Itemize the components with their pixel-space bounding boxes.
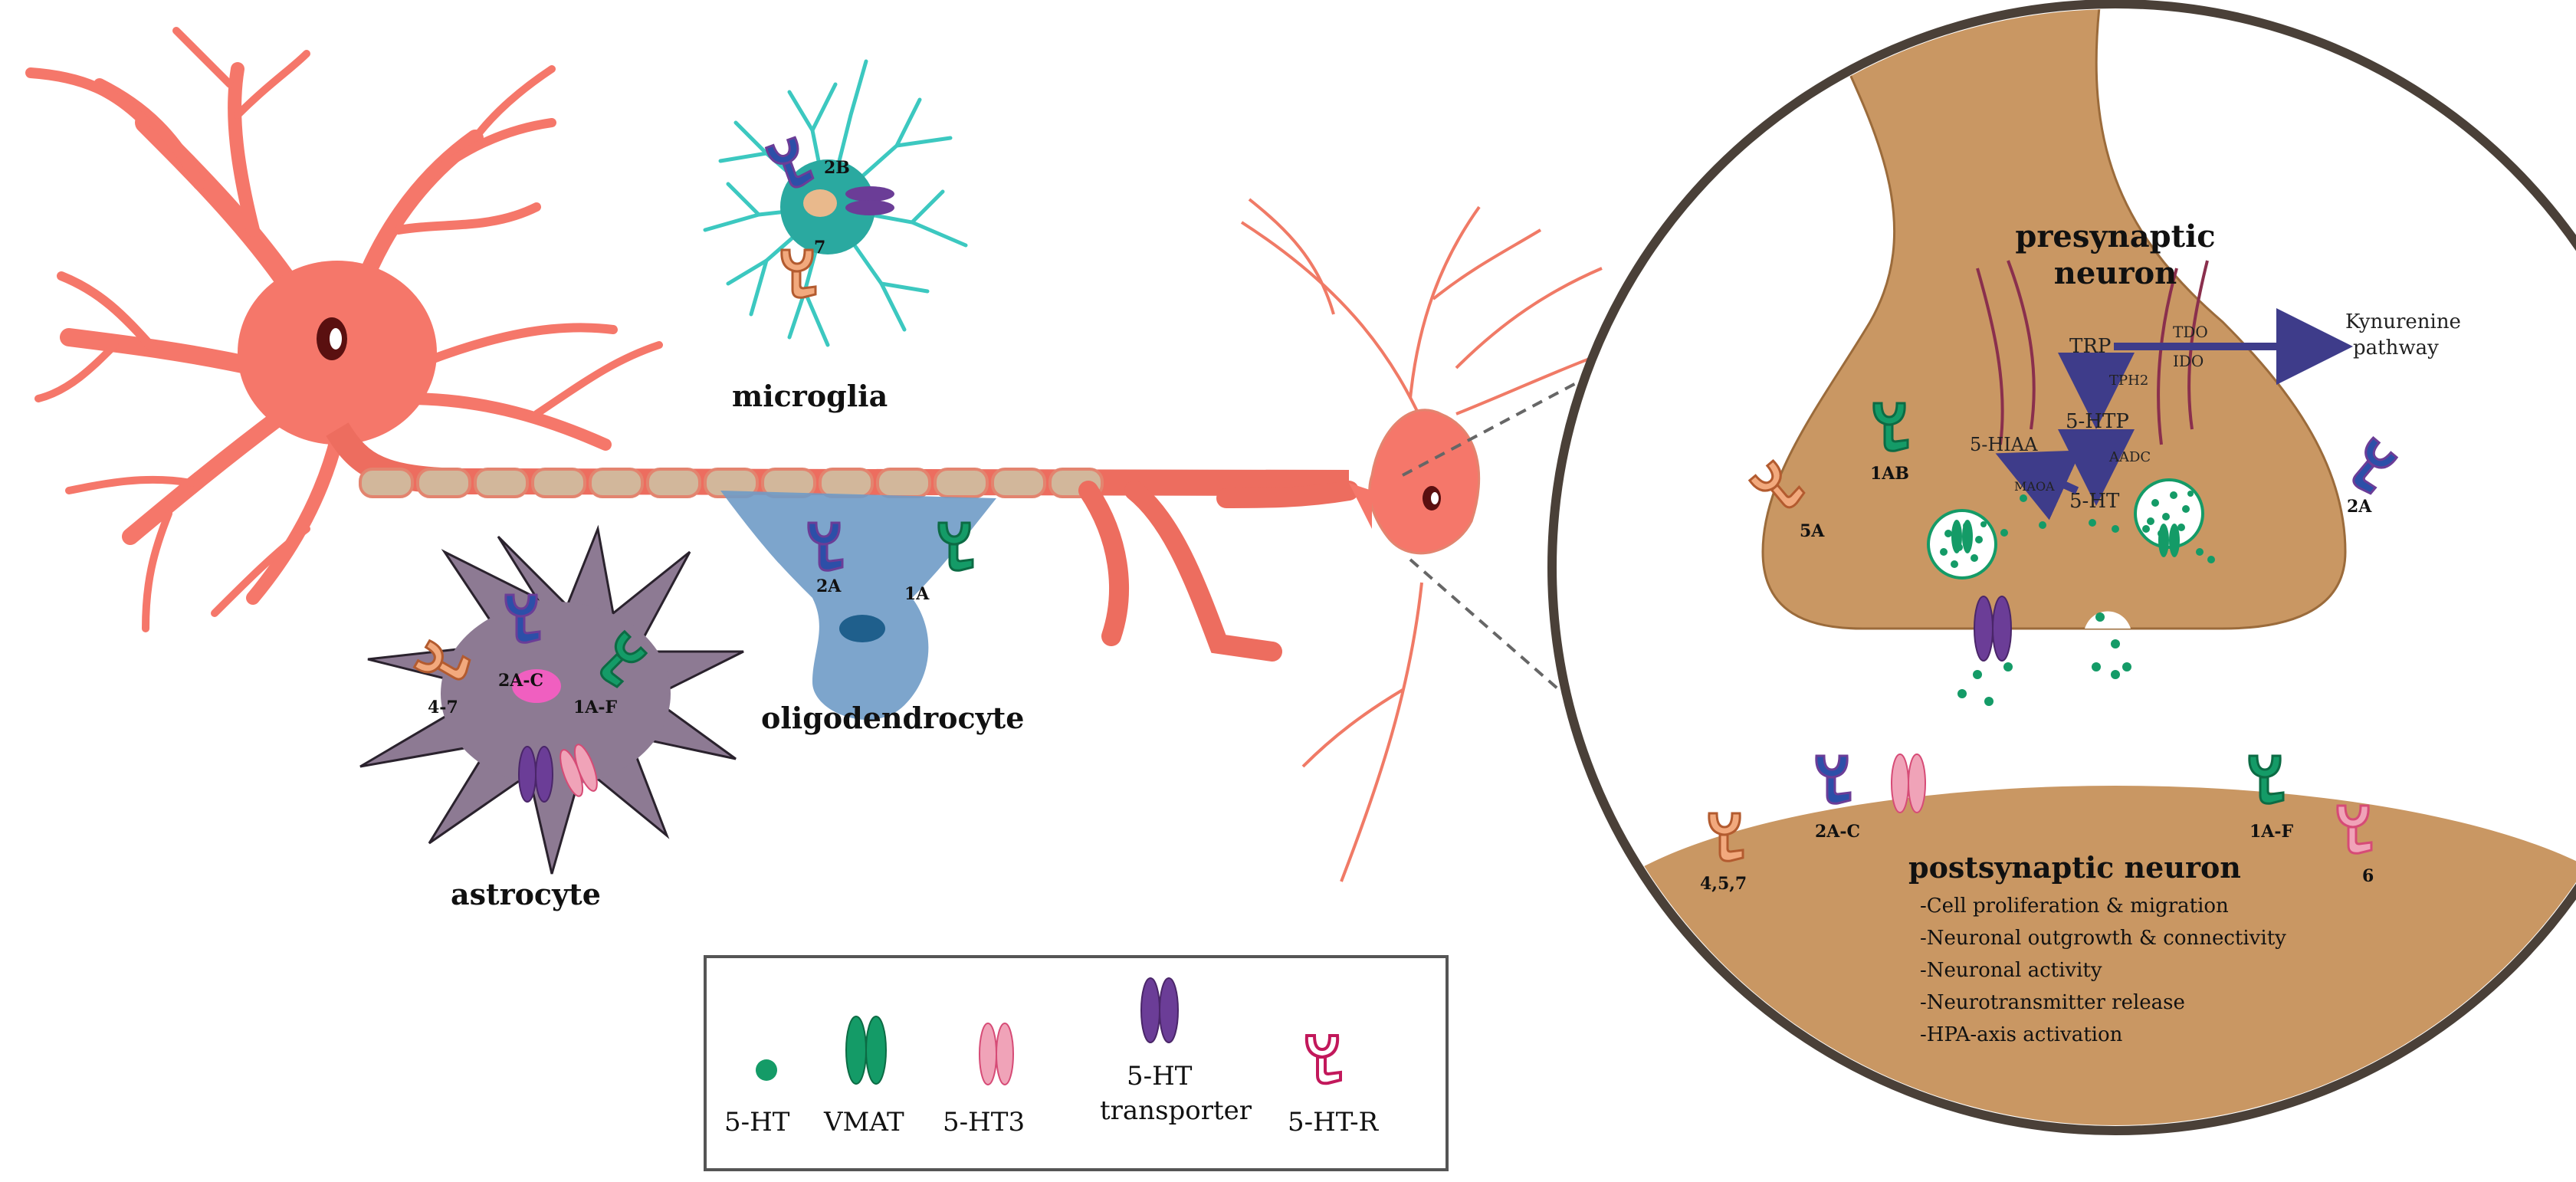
astro-receptor-4-7-label: 4-7 — [428, 698, 458, 717]
astro-transporter — [518, 746, 553, 803]
microglia-transporter — [845, 186, 894, 215]
post-5ht3-channel — [1891, 754, 1926, 813]
legend-item-vmat: VMAT — [823, 1016, 904, 1138]
svg-text:AADC: AADC — [2108, 449, 2151, 465]
astro-receptor-1a-f-label: 1A-F — [573, 698, 618, 717]
oligo-receptor-2a-label: 2A — [816, 576, 842, 596]
vesicle-left — [1927, 509, 1997, 580]
pre-receptor-5a-label: 5A — [1800, 521, 1825, 541]
legend-item-5ht3: 5-HT3 — [943, 1023, 1025, 1138]
svg-text:TRP: TRP — [2069, 335, 2111, 358]
astrocyte-label: astrocyte — [451, 877, 601, 911]
postsynaptic-effects: -Cell proliferation & migration -Neurona… — [1920, 895, 2286, 1046]
presynaptic-terminal — [1761, 9, 2347, 630]
vesicle-vmat-left — [1951, 520, 1973, 553]
svg-text:transporter: transporter — [1100, 1095, 1252, 1126]
post-receptor-1a-f-label: 1A-F — [2249, 822, 2294, 842]
post-receptor-4-5-7-label: 4,5,7 — [1700, 874, 1747, 894]
vesicle-vmat-right — [2158, 524, 2180, 557]
svg-text:pathway: pathway — [2353, 337, 2439, 360]
svg-text:5-HT: 5-HT — [2069, 490, 2120, 513]
svg-text:TDO: TDO — [2173, 323, 2208, 341]
presynaptic-title-line1: presynaptic — [2015, 218, 2215, 254]
astro-receptor-2a-c-label: 2A-C — [498, 671, 543, 691]
astrocyte-cell — [359, 524, 744, 875]
postsynaptic-title: postsynaptic neuron — [1908, 850, 2241, 885]
legend-item-5ht-r: 5-HT-R — [1288, 1034, 1380, 1138]
legend: 5-HT VMAT 5-HT3 5-HT transporter 5-HT-R — [704, 955, 1449, 1171]
svg-text:5-HTP: 5-HTP — [2066, 410, 2129, 433]
serotonin-dots-presynaptic — [2000, 494, 2215, 563]
microglia-cell — [703, 59, 968, 347]
neuron-dendrites — [25, 27, 663, 632]
microglia-receptor-2b-label: 2B — [824, 158, 850, 178]
svg-text:5-HT: 5-HT — [724, 1107, 790, 1138]
target-neuron — [1240, 198, 1656, 882]
pre-receptor-1ab-label: 1AB — [1870, 464, 1909, 484]
svg-text:5-HT: 5-HT — [1127, 1061, 1193, 1092]
svg-text:5-HIAA: 5-HIAA — [1970, 434, 2038, 455]
svg-text:Kynurenine: Kynurenine — [2345, 310, 2461, 333]
oligodendrocyte-cell — [720, 491, 996, 720]
svg-text:-Neuronal activity: -Neuronal activity — [1920, 959, 2102, 982]
svg-text:-HPA-axis activation: -HPA-axis activation — [1920, 1023, 2123, 1046]
post-receptor-6-label: 6 — [2362, 866, 2374, 886]
legend-item-5ht: 5-HT — [724, 1059, 790, 1138]
synapse-zoom-view — [1547, 0, 2576, 1135]
post-receptor-2a-c-label: 2A-C — [1815, 822, 1860, 842]
svg-text:-Neuronal outgrowth & connecti: -Neuronal outgrowth & connectivity — [1920, 927, 2286, 950]
legend-item-transporter: 5-HT transporter — [1100, 977, 1252, 1126]
presynaptic-transporter — [1974, 596, 2012, 662]
svg-text:5-HT-R: 5-HT-R — [1288, 1107, 1380, 1138]
myelin-sheath — [359, 468, 1104, 498]
presynaptic-title-line2: neuron — [2054, 255, 2177, 291]
axon-terminal-branches — [1078, 481, 1359, 662]
microglia-label: microglia — [732, 379, 888, 413]
vesicle-right — [2134, 478, 2204, 549]
svg-text:TPH2: TPH2 — [2109, 373, 2148, 389]
svg-text:-Neurotransmitter release: -Neurotransmitter release — [1920, 991, 2185, 1014]
microglia-receptor-7-label: 7 — [814, 238, 825, 258]
serotonin-synthesis-pathway: TRP TDO IDO Kynurenine pathway TPH2 5-HT… — [1970, 308, 2461, 520]
oligo-receptor-1a-label: 1A — [904, 584, 930, 604]
svg-text:VMAT: VMAT — [823, 1107, 904, 1138]
svg-text:5-HT3: 5-HT3 — [943, 1107, 1025, 1138]
svg-text:IDO: IDO — [2173, 352, 2204, 370]
svg-text:-Cell proliferation & migratio: -Cell proliferation & migration — [1920, 895, 2229, 918]
astrocyte-nucleus — [512, 669, 561, 703]
svg-text:MAOA: MAOA — [2014, 479, 2055, 494]
astro-5ht3-channel — [560, 744, 598, 797]
pre-receptor-2a-label: 2A — [2347, 497, 2372, 517]
oligodendrocyte-label: oligodendrocyte — [761, 701, 1024, 735]
